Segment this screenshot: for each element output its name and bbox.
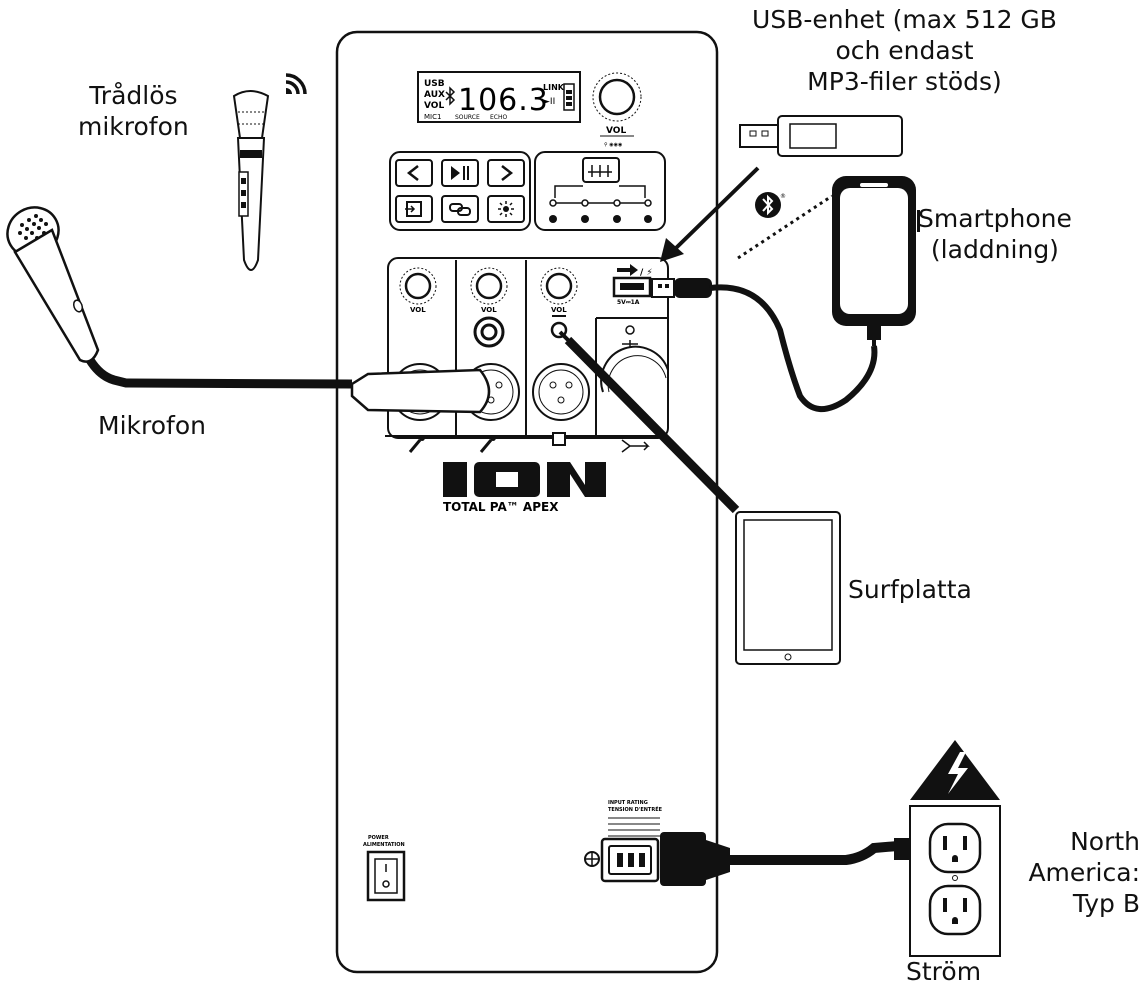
eq-panel (534, 151, 666, 231)
eq-speech-icon (581, 215, 589, 223)
svg-text:/ ⚡: / ⚡ (640, 268, 653, 278)
power-cable (728, 841, 899, 865)
svg-text:VOL: VOL (606, 126, 626, 136)
svg-text:ALIMENTATION: ALIMENTATION (363, 842, 405, 848)
eq-music-icon (549, 215, 557, 223)
lcd-display: USB AUX VOL MIC1 106.3 LINK ►II SOURCE E… (417, 71, 581, 123)
mic-input-icon-2 (479, 439, 493, 453)
lcd-bluetooth-icon (445, 86, 456, 106)
svg-text:USB: USB (424, 79, 445, 89)
instrument-jack[interactable] (473, 316, 505, 348)
ch2-volume-knob[interactable]: VOL (470, 267, 508, 314)
usb-stick-icon (739, 115, 903, 157)
svg-text:ECHO: ECHO (490, 114, 507, 121)
aux-input-icon (552, 432, 566, 446)
source-button[interactable] (395, 195, 433, 223)
ion-logo: TOTAL PA™ APEX (443, 462, 606, 514)
wireless-mic-label: Trådlös mikrofon (78, 81, 189, 141)
link-button[interactable] (441, 195, 479, 223)
ch1-volume-knob[interactable]: VOL (399, 267, 437, 314)
output-icon (621, 439, 650, 453)
play-pause-button[interactable] (441, 159, 479, 187)
svg-text:®: ® (780, 193, 786, 200)
wireless-mic-icon (232, 90, 270, 271)
svg-text:SOURCE: SOURCE (455, 114, 480, 121)
eq-button[interactable] (582, 157, 620, 183)
warning-lightning-icon (910, 740, 1000, 800)
usb-charging-cable (709, 284, 878, 412)
power-inlet[interactable]: INPUT RATING TENSION D'ENTRÉE (584, 800, 663, 883)
svg-text:MIC1: MIC1 (424, 113, 441, 121)
svg-text:VOL: VOL (410, 306, 426, 314)
svg-text:VOL: VOL (481, 306, 497, 314)
tablet-label: Surfplatta (848, 575, 972, 604)
eq-mic-icon (644, 215, 652, 223)
usb-device-label: USB-enhet (max 512 GB och endast MP3-fil… (752, 5, 1057, 96)
svg-text:AUX: AUX (424, 90, 445, 100)
svg-text:LINK: LINK (543, 83, 565, 92)
bluetooth-link (737, 194, 833, 260)
svg-text:TENSION D'ENTRÉE: TENSION D'ENTRÉE (608, 805, 663, 813)
wifi-signal-icon (285, 73, 307, 95)
handheld-mic-icon (6, 206, 100, 363)
tablet-icon (735, 511, 841, 665)
svg-text:⚲ ◉◉◉: ⚲ ◉◉◉ (604, 142, 622, 148)
eq-user-icon (613, 215, 621, 223)
usb-charging-plug (651, 278, 712, 298)
mic-input-icon-1 (408, 439, 422, 453)
svg-text:TOTAL PA™ APEX: TOTAL PA™ APEX (443, 500, 559, 514)
ac-plug-icon (660, 832, 730, 886)
bluetooth-icon: ® (755, 192, 786, 218)
mic-cable (86, 357, 353, 389)
prev-button[interactable] (395, 159, 433, 187)
ch3-volume-knob[interactable]: VOL (540, 267, 578, 314)
next-button[interactable] (487, 159, 525, 187)
svg-text:VOL: VOL (551, 306, 567, 314)
smartphone-label: Smartphone (laddning) (918, 204, 1072, 264)
master-volume-knob[interactable]: VOL ⚲ ◉◉◉ (592, 72, 642, 148)
svg-text:►II: ►II (543, 97, 555, 107)
svg-text:5V⎓1A: 5V⎓1A (617, 299, 640, 306)
lcd-readout: 106.3 (458, 83, 549, 118)
light-button[interactable] (487, 195, 525, 223)
svg-text:POWER: POWER (368, 835, 389, 841)
usb-port[interactable]: / ⚡ 5V⎓1A (612, 264, 653, 306)
smartphone-icon (832, 176, 920, 346)
region-label: North America: Typ B (1028, 827, 1140, 918)
power-label: Ström (906, 957, 982, 986)
power-switch[interactable]: POWER ALIMENTATION (363, 835, 406, 902)
xlr-input-3[interactable] (532, 363, 590, 421)
xlr-plug (350, 368, 491, 414)
svg-text:INPUT RATING: INPUT RATING (608, 800, 648, 806)
wall-outlet-icon (909, 805, 1001, 957)
microphone-label: Mikrofon (98, 411, 206, 440)
svg-text:VOL: VOL (424, 101, 444, 111)
aux-cable (564, 336, 740, 514)
